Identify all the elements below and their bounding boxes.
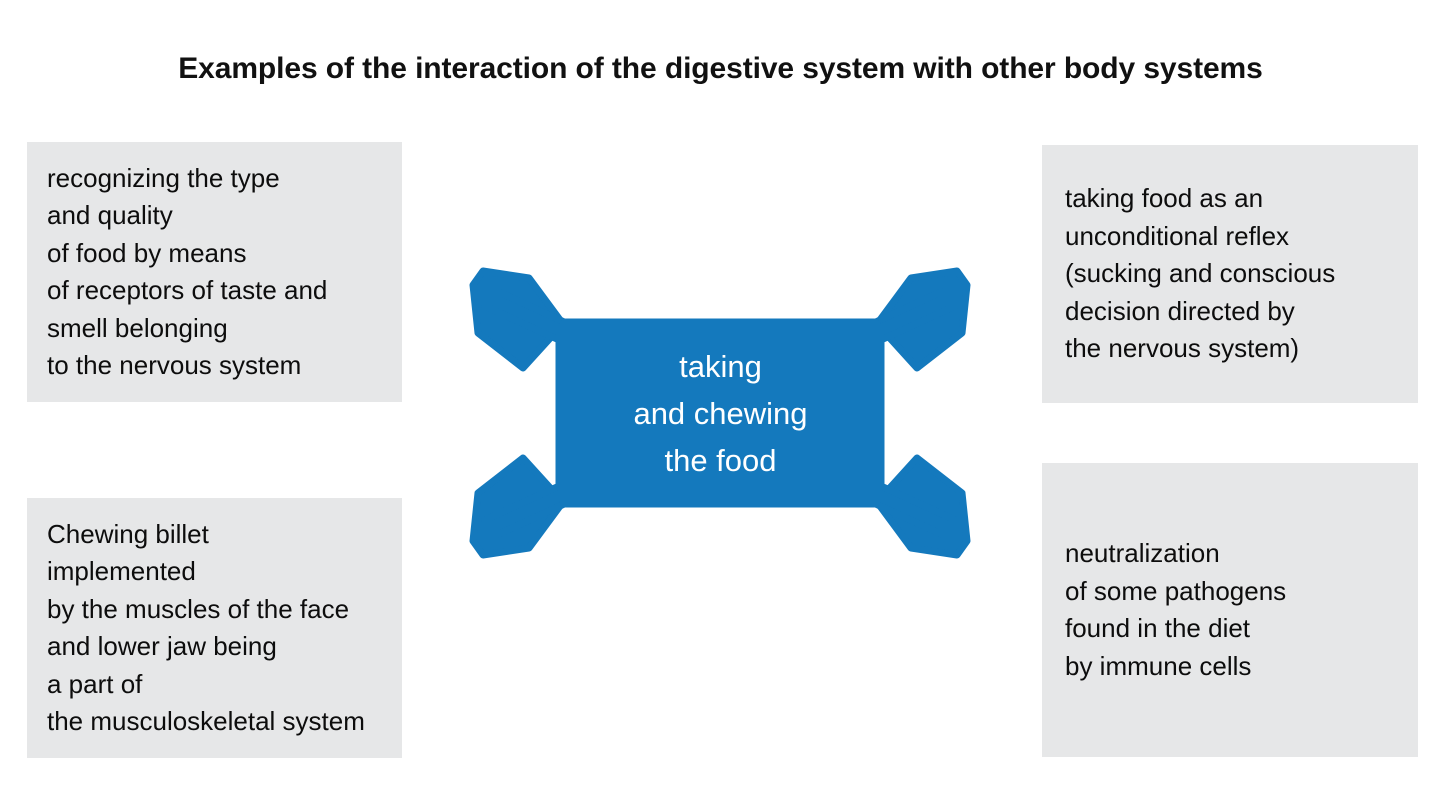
panel-line: the nervous system): [1065, 333, 1300, 364]
panel-line: (sucking and conscious: [1065, 258, 1336, 289]
text-panel-bottom-right: neutralization of some pathogens found i…: [1042, 463, 1418, 757]
panel-line: the musculoskeletal system: [47, 706, 365, 736]
panel-line: unconditional reflex: [1065, 220, 1290, 251]
panel-line: of receptors of taste and: [47, 275, 328, 305]
panel-line: and lower jaw being: [47, 631, 277, 661]
panel-line: a part of: [47, 668, 143, 699]
panel-line: by the muscles of the face: [47, 593, 350, 624]
panel-line: found in the diet: [1065, 613, 1251, 643]
panel-line: by immune cells: [1065, 650, 1252, 681]
panel-line: taking food as an: [1065, 183, 1264, 214]
text-panel-bottom-left: Chewing billet implemented by the muscle…: [27, 498, 402, 758]
page-title: Examples of the interaction of the diges…: [178, 52, 1263, 85]
panel-line: decision directed by: [1065, 295, 1295, 326]
panel-line: recognizing the type: [47, 162, 280, 193]
four-way-arrow-icon: [455, 258, 985, 568]
panel-line: Chewing billet: [47, 518, 209, 549]
panel-line: and quality: [47, 200, 173, 230]
text-panel-top-right: taking food as an unconditional reflex (…: [1042, 145, 1418, 403]
panel-line: neutralization: [1065, 538, 1220, 568]
panel-line: smell belonging: [47, 312, 228, 343]
text-panel-top-left: recognizing the type and quality of food…: [27, 142, 402, 402]
panel-line: to the nervous system: [47, 350, 302, 380]
panel-line: implemented: [47, 556, 196, 586]
panel-line: of food by means: [47, 237, 247, 268]
panel-line: of some pathogens: [1065, 575, 1287, 606]
